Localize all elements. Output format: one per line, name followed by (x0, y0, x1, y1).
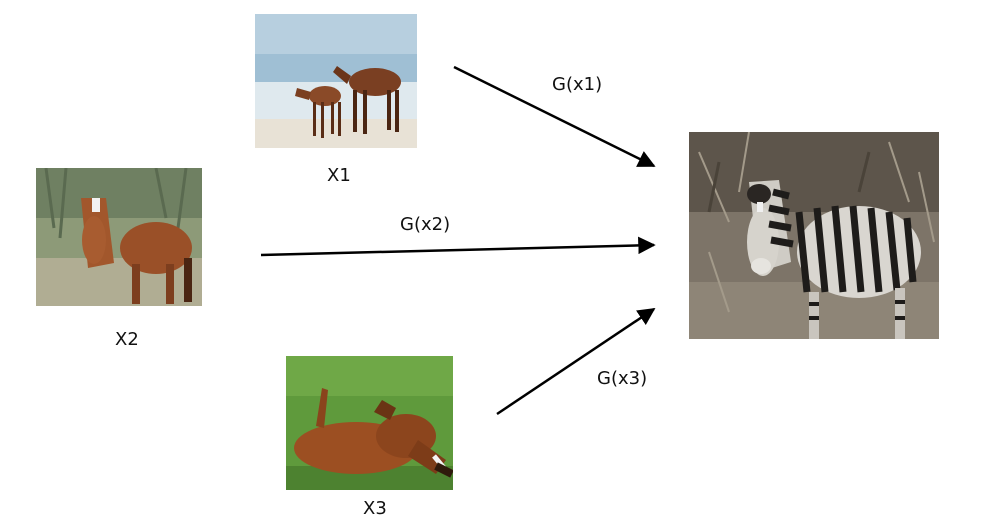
input-image-x1 (255, 14, 417, 148)
mapping-label-g-x3: G(x3) (597, 368, 648, 389)
output-image-zebra (689, 132, 939, 339)
input-label-x3: X3 (363, 498, 387, 519)
input-label-x1: X1 (327, 165, 351, 186)
arrow-g-x3 (496, 307, 656, 416)
input-image-x2 (36, 168, 202, 306)
mapping-label-g-x1: G(x1) (552, 74, 603, 95)
arrow-g-x2 (260, 236, 656, 257)
input-label-x2: X2 (115, 329, 139, 350)
input-image-x3 (286, 356, 453, 490)
mapping-label-g-x2: G(x2) (400, 214, 451, 235)
